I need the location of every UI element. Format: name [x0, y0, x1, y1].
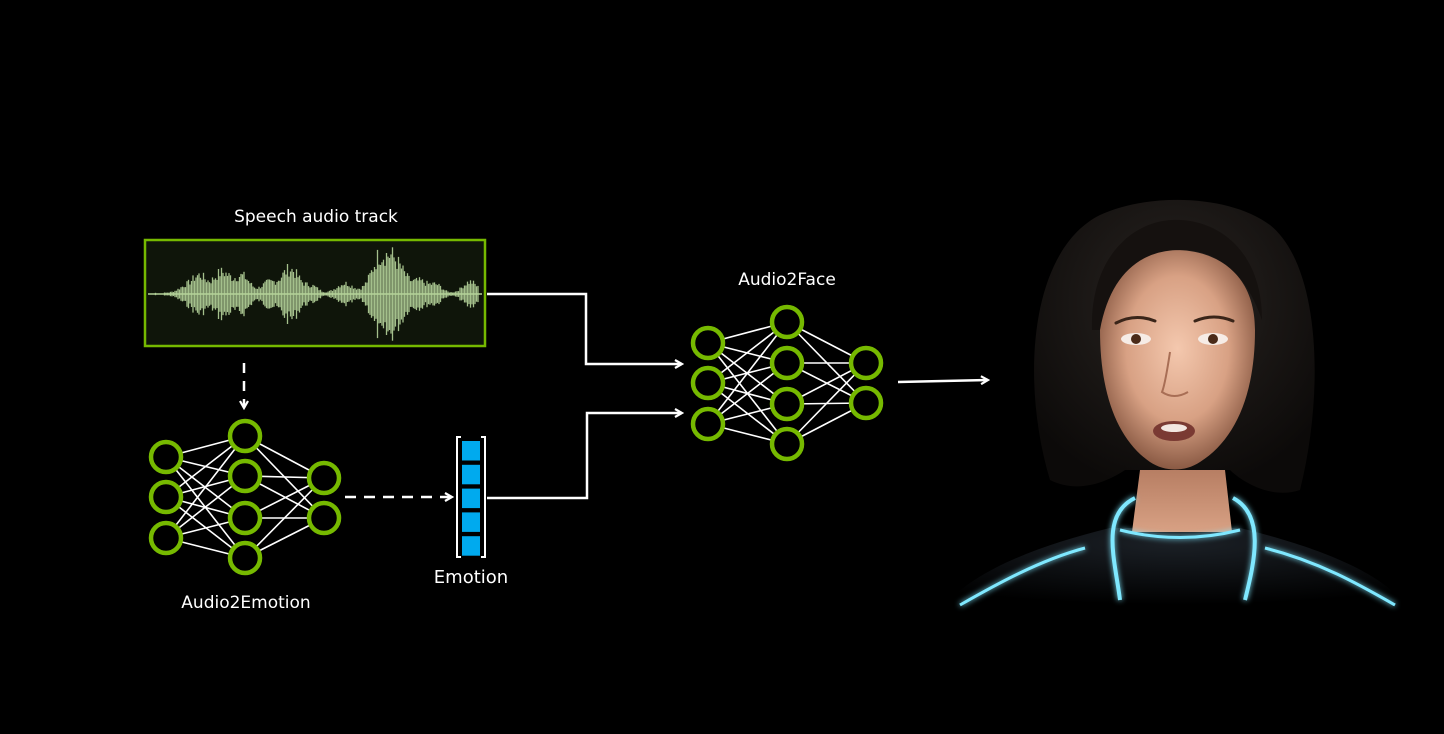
suit-glow-left-collar — [1110, 496, 1136, 601]
audio2face-label: Audio2Face — [738, 270, 836, 290]
emotion-label: Emotion — [434, 567, 508, 588]
network-node — [690, 406, 726, 442]
network-node — [148, 439, 184, 475]
network-node — [148, 520, 184, 556]
audio2emotion-label: Audio2Emotion — [181, 593, 310, 613]
network-node — [227, 500, 263, 536]
waveform-bars — [148, 247, 482, 341]
network-node — [769, 345, 805, 381]
network-node — [690, 325, 726, 361]
suit-glow-right-collar — [1231, 496, 1257, 601]
avatar-right-iris — [1208, 334, 1218, 344]
emotion-vector-icon — [456, 436, 486, 558]
avatar-fringe — [1091, 219, 1262, 330]
suit-glow-right-shoulder — [1264, 546, 1396, 607]
avatar-neck — [1132, 470, 1232, 532]
vector-right-bracket — [481, 436, 486, 558]
emotion-cell — [462, 488, 480, 509]
network-node — [227, 458, 263, 494]
avatar-face — [1100, 250, 1255, 470]
avatar-left-eyebrow — [1114, 316, 1157, 325]
network-edge — [165, 435, 246, 539]
audio-track-label: Speech audio track — [234, 207, 398, 227]
suit-glow-neckline — [1119, 528, 1241, 539]
network-node — [227, 540, 263, 576]
emotion-to-audio2face-arrow — [487, 413, 682, 500]
network-node — [769, 426, 805, 462]
network-node — [848, 385, 884, 421]
network-node — [690, 365, 726, 401]
network-edge — [244, 477, 325, 559]
network-edge — [786, 362, 867, 445]
network-edges — [707, 321, 867, 445]
network-node — [769, 304, 805, 340]
avatar-nose — [1160, 351, 1189, 397]
network-node — [227, 418, 263, 454]
network-node — [306, 460, 342, 496]
emotion-cell — [462, 512, 480, 532]
vector-left-bracket — [456, 436, 461, 558]
suit-glow-lines — [959, 496, 1396, 607]
network-node — [769, 386, 805, 422]
avatar-right-eyebrow — [1193, 315, 1235, 323]
network-node — [848, 345, 884, 381]
audio2face-to-avatar-arrow — [897, 380, 988, 382]
avatar-suit — [945, 528, 1405, 605]
suit-glow-left-shoulder — [959, 546, 1086, 607]
audio2emotion-network — [148, 418, 342, 576]
avatar-teeth — [1161, 424, 1187, 432]
network-edge — [707, 321, 788, 425]
avatar-face-image — [945, 199, 1405, 607]
emotion-cell — [462, 464, 480, 485]
waveform-icon — [143, 238, 487, 348]
network-edges — [165, 435, 325, 559]
avatar-left-iris — [1131, 334, 1141, 344]
emotion-cell — [462, 441, 480, 461]
emotion-cells — [462, 441, 480, 556]
network-node — [306, 500, 342, 536]
audio2face-network — [690, 304, 884, 462]
network-node — [148, 479, 184, 515]
audio-to-audio2face-arrow — [487, 292, 682, 364]
emotion-cell — [462, 536, 480, 556]
